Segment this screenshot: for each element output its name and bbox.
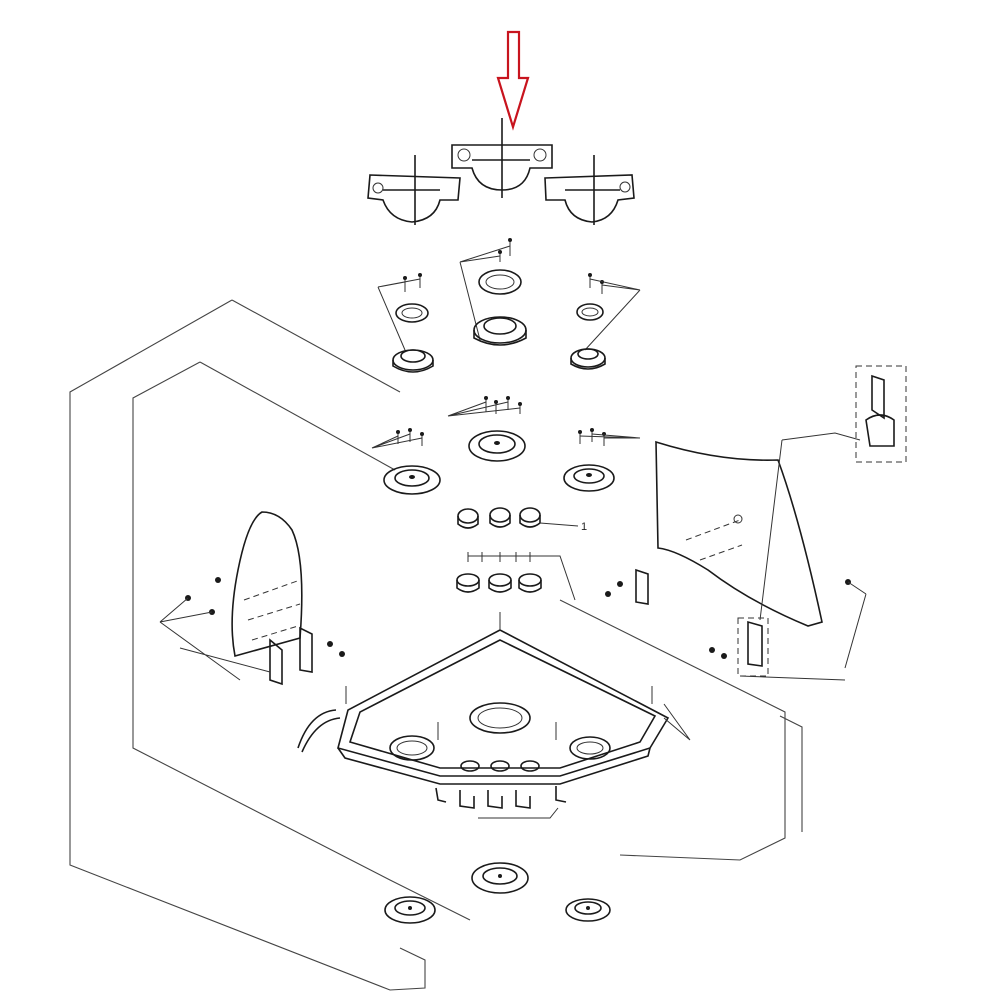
burner-base-left (383, 465, 441, 495)
nozzle-set (457, 507, 579, 529)
flame-ring-center (478, 269, 522, 295)
bottom-clip-set (435, 786, 567, 819)
burner-base-center (468, 430, 526, 462)
hinge-detail-box (737, 365, 907, 677)
assembly-frame-inner (132, 361, 471, 921)
burner-head-right (570, 348, 606, 370)
flame-ring-right (576, 303, 604, 321)
down-arrow-icon (496, 30, 530, 131)
burner-cover-left (367, 155, 461, 225)
screw-set-upper (377, 238, 641, 351)
burner-plate-right (565, 898, 611, 922)
glass-lid-left (231, 511, 303, 658)
assembly-frame-right (559, 599, 803, 861)
glass-lid-right (655, 440, 823, 627)
highlight-arrow (496, 30, 530, 131)
burner-head-center (473, 316, 527, 346)
flame-ring-left (395, 303, 429, 323)
burner-plate-left (384, 896, 436, 924)
burner-base-right (563, 464, 615, 492)
burner-cover-center (451, 118, 553, 198)
burner-head-left (392, 349, 434, 373)
burner-plate-center (471, 862, 529, 894)
callout-nozzle-number: 1 (581, 521, 587, 533)
screw-set-middle (371, 396, 641, 449)
hinge-left (159, 577, 345, 686)
hinge-right (605, 432, 867, 681)
ring-clip-set (456, 552, 576, 601)
cooktop-tray (297, 612, 691, 785)
burner-cover-right (544, 155, 635, 225)
assembly-frame-outer (69, 299, 426, 991)
